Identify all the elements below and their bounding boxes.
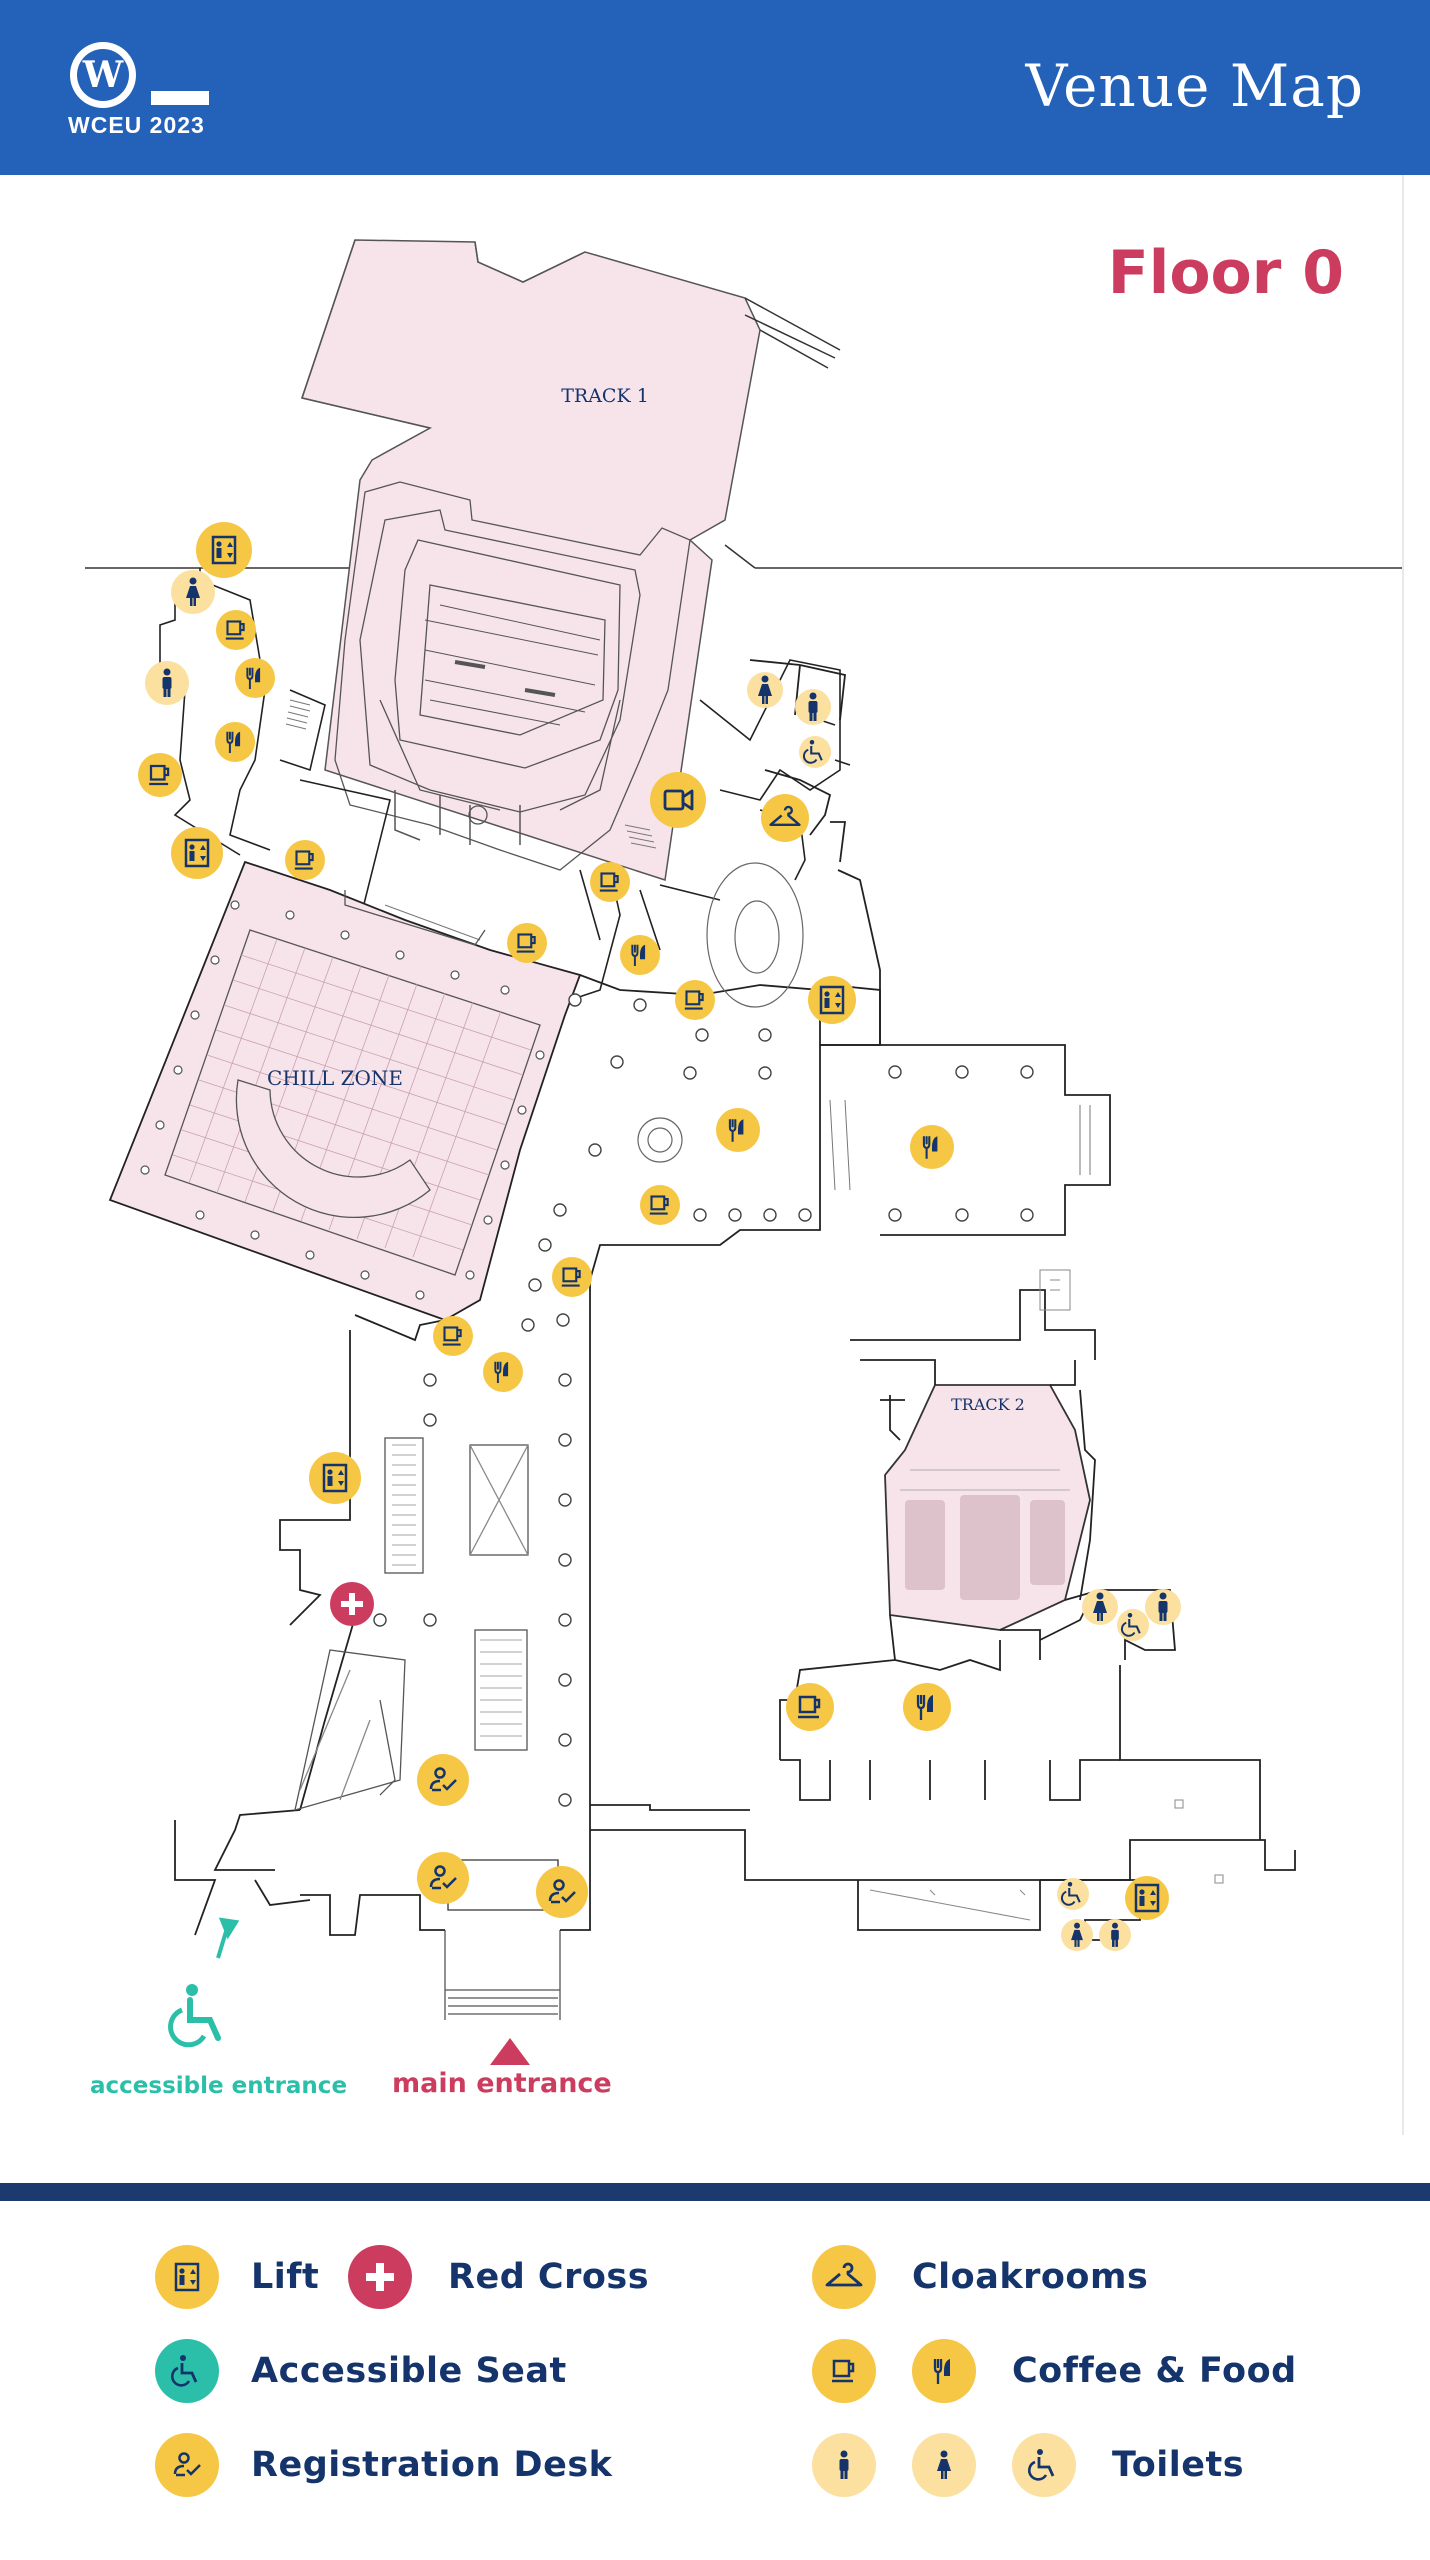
toilet-icon bbox=[795, 689, 831, 725]
header-bar: W WCEU 2023 Venue Map bbox=[0, 0, 1430, 175]
food-icon bbox=[215, 722, 255, 762]
accessible-toilet-icon bbox=[1012, 2433, 1076, 2497]
cloakroom-icon bbox=[761, 794, 809, 842]
toilet-male-icon bbox=[812, 2433, 876, 2497]
track2-label: TRACK 2 bbox=[951, 1395, 1025, 1414]
coffee-icon bbox=[590, 862, 630, 902]
accessible-entrance-arrow bbox=[216, 1917, 240, 1959]
cloakroom-icon bbox=[812, 2245, 876, 2309]
registration-icon bbox=[417, 1852, 469, 1904]
chill-zone bbox=[108, 860, 582, 1321]
toilet-icon bbox=[171, 570, 215, 614]
main-entrance-label: main entrance bbox=[392, 2068, 612, 2099]
red-cross-icon bbox=[348, 2245, 412, 2309]
lift-icon bbox=[808, 976, 856, 1024]
coffee-icon bbox=[812, 2339, 876, 2403]
coffee-icon bbox=[675, 980, 715, 1020]
coffee-icon bbox=[640, 1185, 680, 1225]
page-title: Venue Map bbox=[1025, 52, 1364, 120]
legend-lift: Lift bbox=[155, 2245, 319, 2309]
food-icon bbox=[903, 1683, 951, 1731]
logo-text: WCEU bbox=[68, 112, 143, 138]
chill-zone-columns bbox=[140, 900, 545, 1300]
food-icon bbox=[620, 935, 660, 975]
food-icon bbox=[910, 1125, 954, 1169]
accessible-toilet-icon bbox=[1117, 1609, 1149, 1641]
legend-red-cross: Red Cross bbox=[348, 2245, 649, 2309]
track1-label: TRACK 1 bbox=[561, 385, 649, 407]
lift-icon bbox=[309, 1452, 361, 1504]
legend-coffee-food: Coffee & Food bbox=[812, 2339, 1297, 2403]
food-icon bbox=[912, 2339, 976, 2403]
lobby-columns bbox=[373, 993, 1034, 1807]
toilet-icon bbox=[1082, 1589, 1118, 1625]
track1-zone bbox=[301, 239, 841, 881]
accessible-toilet-icon bbox=[799, 736, 831, 768]
legend-cloakrooms: Cloakrooms bbox=[812, 2245, 1148, 2309]
food-icon bbox=[483, 1352, 523, 1392]
coffee-icon bbox=[433, 1316, 473, 1356]
toilet-icon bbox=[1099, 1919, 1131, 1951]
accessible-entrance-label: accessible entrance bbox=[90, 2073, 348, 2099]
logo-year: 2023 bbox=[149, 112, 205, 138]
accessible-seat-icon bbox=[155, 2339, 219, 2403]
chill-zone-label: CHILL ZONE bbox=[267, 1066, 403, 1090]
food-icon bbox=[235, 658, 275, 698]
registration-icon bbox=[417, 1754, 469, 1806]
legend-registration: Registration Desk bbox=[155, 2433, 612, 2497]
wordpress-logo: W bbox=[70, 42, 209, 108]
toilet-icon bbox=[1145, 1589, 1181, 1625]
toilet-icon bbox=[145, 661, 189, 705]
floor-label: Floor 0 bbox=[1107, 238, 1344, 308]
video-icon bbox=[650, 772, 706, 828]
legend-toilets: Toilets bbox=[812, 2433, 1244, 2497]
lift-icon bbox=[171, 827, 223, 879]
registration-icon bbox=[155, 2433, 219, 2497]
coffee-icon bbox=[786, 1683, 834, 1731]
coffee-icon bbox=[552, 1257, 592, 1297]
lift-icon bbox=[155, 2245, 219, 2309]
venue-map: TRACK 1 bbox=[85, 239, 1402, 2065]
coffee-icon bbox=[216, 610, 256, 650]
lift-icon bbox=[196, 522, 252, 578]
accessible-toilet-icon bbox=[1057, 1878, 1089, 1910]
main-entrance-arrow bbox=[490, 2038, 530, 2065]
food-icon bbox=[716, 1108, 760, 1152]
coffee-icon bbox=[285, 840, 325, 880]
map-icons bbox=[138, 522, 1181, 1951]
coffee-icon bbox=[138, 753, 182, 797]
svg-text:W: W bbox=[82, 54, 124, 96]
accessible-entrance-icon bbox=[168, 1984, 221, 2048]
toilet-female-icon bbox=[912, 2433, 976, 2497]
toilet-icon bbox=[1061, 1919, 1093, 1951]
legend-accessible-seat: Accessible Seat bbox=[155, 2339, 567, 2403]
registration-icon bbox=[536, 1866, 588, 1918]
track2-zone bbox=[884, 1384, 1091, 1631]
red-cross-icon bbox=[330, 1582, 374, 1626]
footer-divider bbox=[0, 2183, 1430, 2201]
coffee-icon bbox=[507, 923, 547, 963]
lift-icon bbox=[1125, 1876, 1169, 1920]
toilet-icon bbox=[747, 672, 783, 708]
map-frame bbox=[0, 175, 1404, 2135]
